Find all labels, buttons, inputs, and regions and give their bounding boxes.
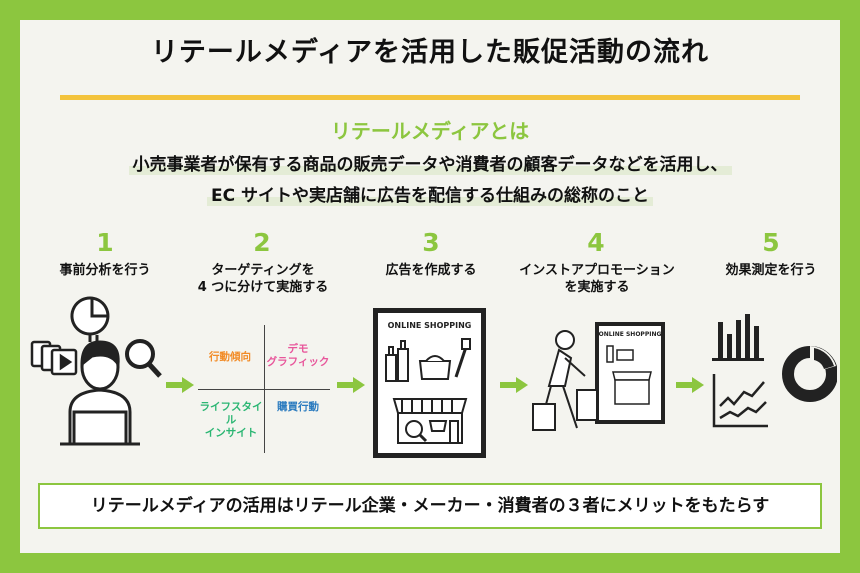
- donut-chart-icon: [782, 346, 837, 402]
- quadrant-demographic-line2: グラフィック: [266, 356, 330, 368]
- quadrant-lifestyle-line2: インサイト: [204, 427, 258, 439]
- definition-line-1: 小売事業者が保有する商品の販売データや消費者の顧客データなどを活用し、: [128, 155, 732, 175]
- background-panel: [20, 20, 840, 553]
- definition-heading: リテールメディアとは: [330, 119, 530, 143]
- arrow-right-icon: [166, 377, 194, 393]
- poster-label: ONLINE SHOPPING: [599, 331, 662, 338]
- quadrant-lifestyle-line1: ライフスタイル: [199, 401, 263, 426]
- step-3-number: 3: [422, 228, 440, 257]
- step-1-label-line1: 事前分析を行う: [59, 263, 151, 278]
- title-underline: [60, 95, 800, 100]
- step-4-label-line1: インストアプロモーション: [519, 263, 675, 278]
- page-title: リテールメディアを活用した販促活動の流れ: [150, 37, 710, 68]
- quadrant-demographic: デモグラフィック: [266, 343, 330, 369]
- step-1-number: 1: [96, 228, 114, 257]
- step-2-label-line2: 4 つに分けて実施する: [197, 280, 329, 295]
- arrow-right-icon: [337, 377, 365, 393]
- magnifier-icon: [125, 339, 162, 378]
- shopping-person-icon: [532, 330, 598, 431]
- step-4-illustration: ONLINE SHOPPING: [532, 322, 665, 431]
- bar-chart-icon: [712, 314, 764, 361]
- targeting-quadrant: 行動傾向 デモグラフィック ライフスタイルインサイト 購買行動: [198, 325, 330, 453]
- step-3-label: 広告を作成する: [346, 262, 516, 279]
- step-1-illustration: [30, 296, 162, 446]
- step-5-label: 効果測定を行う: [686, 262, 856, 279]
- step-4-number: 4: [587, 228, 605, 257]
- step-3-label-line1: 広告を作成する: [385, 263, 477, 278]
- online-shopping-ad: ONLINE SHOPPING: [373, 308, 486, 458]
- arrow-right-icon: [676, 377, 704, 393]
- quadrant-demographic-line1: デモ: [287, 343, 309, 355]
- step-5-number: 5: [762, 228, 780, 257]
- step-2-label-line1: ターゲティングを: [211, 263, 315, 278]
- quadrant-lifestyle-insight: ライフスタイルインサイト: [198, 401, 264, 440]
- step-4-label-line2: を実施する: [564, 280, 630, 295]
- analyst-person-icon: [60, 340, 140, 446]
- step-5-label-line1: 効果測定を行う: [725, 263, 817, 278]
- storefront-icon: [392, 398, 468, 444]
- shop-illustration: [385, 338, 471, 444]
- store-poster: ONLINE SHOPPING: [595, 322, 665, 424]
- step-2-label: ターゲティングを 4 つに分けて実施する: [178, 262, 348, 296]
- definition-text: 小売事業者が保有する商品の販売データや消費者の顧客データなどを活用し、 EC サ…: [0, 150, 860, 212]
- grocery-bottles-icon: [385, 340, 409, 382]
- line-chart-icon: [712, 374, 768, 428]
- definition-line-2: EC サイトや実店舗に広告を配信する仕組みの総称のこと: [206, 186, 653, 206]
- summary-box: リテールメディアの活用はリテール企業・メーカー・消費者の３者にメリットをもたらす: [38, 483, 822, 529]
- arrow-right-icon: [500, 377, 528, 393]
- quadrant-behavior-tendency: 行動傾向: [209, 351, 251, 363]
- quadrant-horizontal-axis: [198, 389, 330, 390]
- step-5-illustration: [712, 314, 837, 428]
- cooking-pot-icon: [418, 338, 471, 380]
- step-1-label: 事前分析を行う: [20, 262, 190, 279]
- step-4-label: インストアプロモーションを実施する: [512, 262, 682, 296]
- video-files-icon: [30, 340, 78, 376]
- lightbulb-icon: [70, 296, 110, 342]
- quadrant-purchase-behavior: 購買行動: [277, 401, 319, 413]
- step-2-number: 2: [253, 228, 271, 257]
- online-shopping-label: ONLINE SHOPPING: [387, 321, 472, 330]
